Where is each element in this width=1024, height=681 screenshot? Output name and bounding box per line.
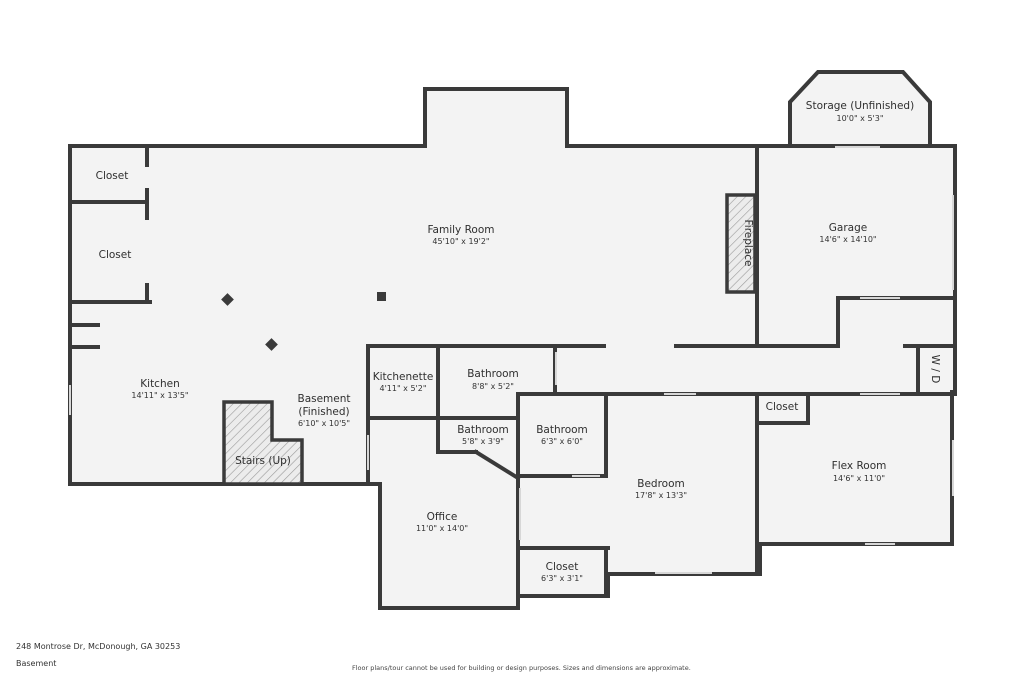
- basement-label-line2: (Finished): [298, 406, 349, 418]
- stairs-label: Stairs (Up): [235, 455, 291, 467]
- support-posts: [221, 292, 386, 351]
- bathroom-3-dims: 6'3" x 6'0": [541, 437, 583, 446]
- walls: [68, 70, 957, 610]
- bedroom-label: Bedroom: [637, 478, 685, 490]
- disclaimer-text: Floor plans/tour cannot be used for buil…: [352, 664, 691, 672]
- bathroom-1-label: Bathroom: [467, 368, 519, 380]
- closet-top-label: Closet: [96, 170, 129, 182]
- family-room-dims: 45'10" x 19'2": [432, 237, 489, 246]
- bathroom-3-label: Bathroom: [536, 424, 588, 436]
- flex-room-label: Flex Room: [832, 460, 887, 472]
- bathroom-2-label: Bathroom: [457, 424, 509, 436]
- basement-label-line1: Basement: [297, 393, 350, 405]
- closet-bed-dims: 6'3" x 3'1": [541, 574, 583, 583]
- storage-label: Storage (Unfinished): [806, 100, 914, 112]
- kitchenette-dims: 4'11" x 5'2": [379, 384, 426, 393]
- bathroom-1-dims: 8'8" x 5'2": [472, 382, 514, 391]
- office-dims: 11'0" x 14'0": [416, 524, 468, 533]
- wd-label: W / D: [929, 355, 941, 384]
- fireplace-label: Fireplace: [742, 220, 754, 267]
- storage-dims: 10'0" x 5'3": [836, 114, 883, 123]
- address-text: 248 Montrose Dr, McDonough, GA 30253: [16, 642, 181, 651]
- flex-room-dims: 14'6" x 11'0": [833, 474, 885, 483]
- closet-mid-label: Closet: [99, 249, 132, 261]
- basement-dims: 6'10" x 10'5": [298, 419, 350, 428]
- kitchen-dims: 14'11" x 13'5": [131, 391, 188, 400]
- floor-fill: [70, 72, 955, 608]
- bedroom-dims: 17'8" x 13'3": [635, 491, 687, 500]
- level-label: Basement: [16, 659, 57, 668]
- closet-hall-label: Closet: [766, 401, 799, 413]
- kitchen-label: Kitchen: [140, 378, 179, 390]
- office-label: Office: [427, 511, 458, 523]
- closet-bed-label: Closet: [546, 561, 579, 573]
- bathroom-2-dims: 5'8" x 3'9": [462, 437, 504, 446]
- garage-label: Garage: [829, 222, 867, 234]
- family-room-label: Family Room: [427, 224, 494, 236]
- openings: [69, 146, 954, 574]
- garage-dims: 14'6" x 14'10": [819, 235, 876, 244]
- kitchenette-label: Kitchenette: [373, 371, 434, 383]
